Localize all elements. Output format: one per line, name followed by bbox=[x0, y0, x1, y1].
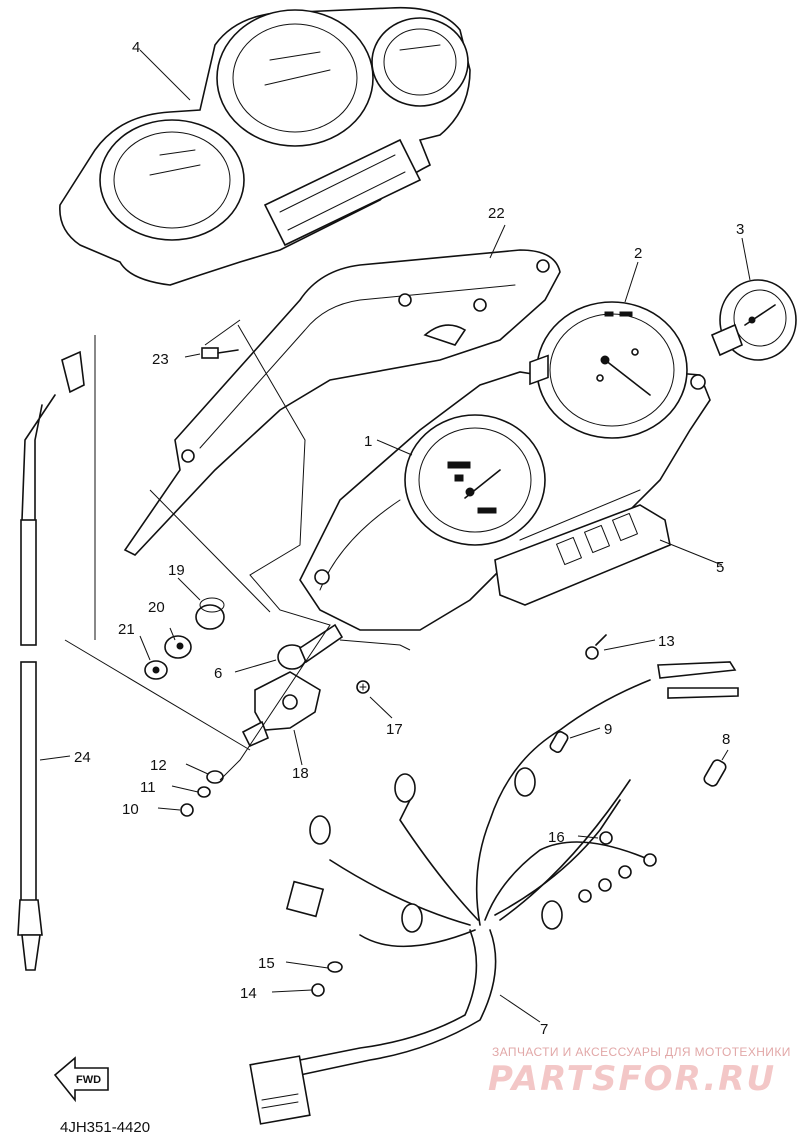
screw-part-13[interactable] bbox=[585, 634, 607, 660]
screw-part-16[interactable] bbox=[599, 831, 613, 845]
diagram-code: 4JH351-4420 bbox=[60, 1119, 150, 1136]
label-part-10: 10 bbox=[122, 801, 139, 818]
forward-direction-arrow: FWD bbox=[53, 1056, 109, 1103]
label-part-24: 24 bbox=[74, 749, 91, 766]
wire-harness-part-7[interactable] bbox=[249, 661, 739, 1125]
label-part-22: 22 bbox=[488, 205, 505, 222]
washer-part-12[interactable] bbox=[206, 770, 224, 784]
collar-part-21[interactable] bbox=[144, 660, 168, 680]
watermark: ЗАПЧАСТИ И АКСЕССУАРЫ ДЛЯ МОТОТЕХНИКИ PA… bbox=[488, 1045, 791, 1099]
label-part-13: 13 bbox=[658, 633, 675, 650]
label-part-20: 20 bbox=[148, 599, 165, 616]
spring-washer-part-11[interactable] bbox=[197, 786, 211, 798]
meter-cover-part-4[interactable] bbox=[59, 6, 471, 286]
washer-part-15[interactable] bbox=[327, 961, 343, 973]
watermark-brand: PARTSFOR.RU bbox=[488, 1059, 776, 1099]
speedometer-part-1[interactable] bbox=[404, 414, 546, 546]
meter-bracket-part-22[interactable] bbox=[123, 249, 561, 556]
watermark-subtitle: ЗАПЧАСТИ И АКСЕССУАРЫ ДЛЯ МОТОТЕХНИКИ bbox=[492, 1045, 791, 1059]
washer-part-20[interactable] bbox=[164, 635, 192, 659]
label-part-1: 1 bbox=[364, 433, 372, 450]
label-part-18: 18 bbox=[292, 765, 309, 782]
label-part-6: 6 bbox=[214, 665, 222, 682]
label-part-16: 16 bbox=[548, 829, 565, 846]
label-part-2: 2 bbox=[634, 245, 642, 262]
screw-part-17[interactable] bbox=[356, 680, 370, 694]
bolt-part-23[interactable] bbox=[201, 347, 239, 359]
label-part-5: 5 bbox=[716, 559, 724, 576]
indicator-panel-part-5[interactable] bbox=[494, 354, 671, 606]
part-labels: 4 22 2 3 23 1 5 19 20 21 13 6 17 9 8 24 … bbox=[74, 39, 744, 1038]
label-part-3: 3 bbox=[736, 221, 744, 238]
fuel-gauge-part-3[interactable] bbox=[710, 279, 797, 361]
tachometer-part-2[interactable] bbox=[536, 301, 688, 439]
label-part-17: 17 bbox=[386, 721, 403, 738]
label-part-19: 19 bbox=[168, 562, 185, 579]
label-part-14: 14 bbox=[240, 985, 257, 1002]
label-part-8: 8 bbox=[722, 731, 730, 748]
screw-part-14[interactable] bbox=[311, 983, 325, 997]
label-part-11: 11 bbox=[140, 779, 156, 796]
leader-lines bbox=[39, 49, 751, 1023]
screw-part-10[interactable] bbox=[180, 803, 194, 817]
gear-part-6[interactable] bbox=[277, 623, 344, 670]
grommet-part-19[interactable] bbox=[195, 597, 225, 630]
label-part-12: 12 bbox=[150, 757, 167, 774]
fwd-label: FWD bbox=[76, 1074, 101, 1086]
label-part-9: 9 bbox=[604, 721, 612, 738]
label-part-4: 4 bbox=[132, 39, 140, 56]
assembly-reference-lines bbox=[64, 319, 411, 781]
bulb-part-9[interactable] bbox=[549, 730, 569, 753]
label-part-23: 23 bbox=[152, 351, 169, 368]
speedometer-cable-part-24[interactable] bbox=[17, 350, 85, 971]
label-part-15: 15 bbox=[258, 955, 275, 972]
label-part-7: 7 bbox=[540, 1021, 548, 1038]
bulb-part-8[interactable] bbox=[702, 758, 727, 788]
speedometer-gear-unit-part-18[interactable] bbox=[241, 671, 321, 748]
label-part-21: 21 bbox=[118, 621, 135, 638]
